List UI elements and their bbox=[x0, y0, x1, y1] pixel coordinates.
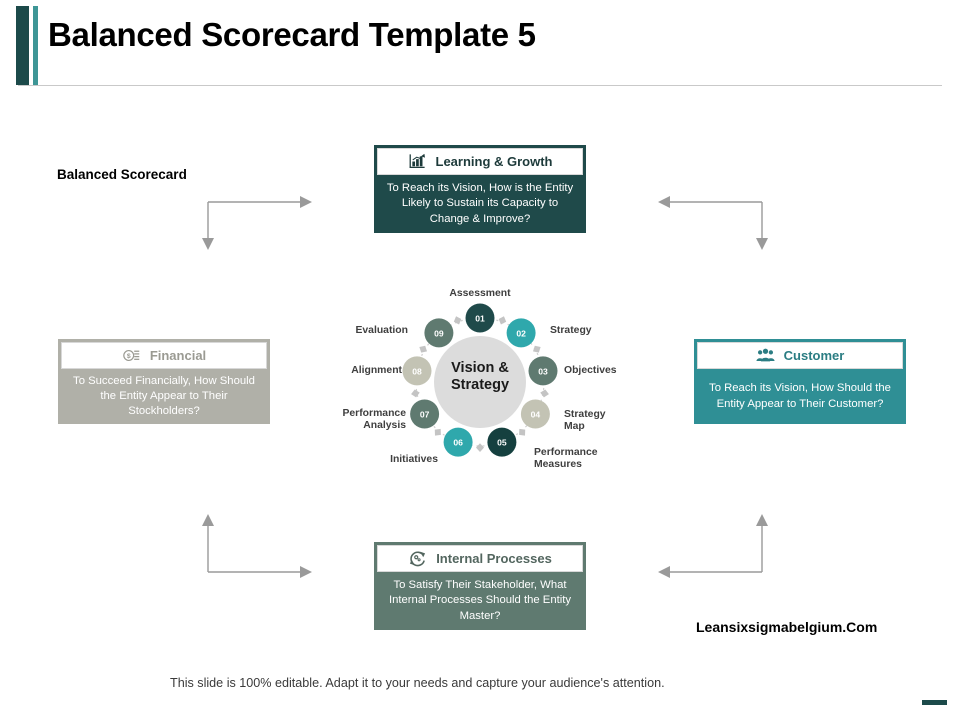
perspective-card-learning-growth[interactable]: Learning & Growth To Reach its Vision, H… bbox=[374, 145, 586, 233]
cycle-label-evaluation: Evaluation bbox=[355, 325, 408, 336]
cycle-node-06[interactable]: 06 bbox=[443, 427, 473, 457]
people-group-icon bbox=[756, 348, 775, 362]
card-header-internal-processes: Internal Processes bbox=[377, 545, 583, 572]
card-text-learning-growth: To Reach its Vision, How is the Entity L… bbox=[386, 182, 574, 225]
cycle-node-05[interactable]: 05 bbox=[487, 427, 517, 457]
cycle-hub bbox=[434, 336, 526, 428]
cycle-node-01[interactable]: 01 bbox=[465, 303, 495, 333]
cycle-node-04[interactable]: 04 bbox=[520, 399, 550, 429]
cycle-separators bbox=[411, 316, 549, 452]
money-dollar-icon: $ bbox=[123, 349, 140, 362]
cycle-label-strategy-map: Strategy Map bbox=[564, 409, 606, 433]
card-body-learning-growth: To Reach its Vision, How is the Entity L… bbox=[374, 175, 586, 233]
cycle-node-02[interactable]: 02 bbox=[506, 318, 536, 348]
card-text-customer: To Reach its Vision, How Should the Enti… bbox=[709, 382, 891, 410]
svg-text:02: 02 bbox=[516, 328, 526, 338]
edit-note: This slide is 100% editable. Adapt it to… bbox=[170, 676, 665, 690]
cycle-label-performance-measures: Performance Measures bbox=[534, 447, 598, 471]
cycle-label-alignment: Alignment bbox=[351, 365, 402, 376]
card-text-financial: To Succeed Financially, How Should the E… bbox=[73, 374, 255, 418]
card-header-learning-growth: Learning & Growth bbox=[377, 148, 583, 175]
section-label: Balanced Scorecard bbox=[57, 167, 187, 182]
card-body-customer: To Reach its Vision, How Should the Enti… bbox=[694, 369, 906, 424]
svg-text:03: 03 bbox=[538, 366, 548, 376]
cycle-label-performance-analysis: Performance Analysis bbox=[342, 408, 406, 432]
connector-top-left bbox=[202, 196, 312, 250]
title-bar: Balanced Scorecard Template 5 bbox=[0, 0, 960, 86]
card-title-financial: Financial bbox=[149, 348, 207, 363]
connector-top-right bbox=[658, 196, 768, 250]
cycle-node-03[interactable]: 03 bbox=[528, 356, 558, 386]
cycle-node-09[interactable]: 09 bbox=[424, 318, 454, 348]
svg-text:05: 05 bbox=[497, 438, 507, 448]
bar-chart-growth-icon bbox=[409, 153, 425, 168]
cycle-label-objectives: Objectives bbox=[564, 365, 617, 376]
card-body-internal-processes: To Satisfy Their Stakeholder, What Inter… bbox=[374, 572, 586, 630]
svg-text:07: 07 bbox=[420, 409, 430, 419]
svg-text:09: 09 bbox=[434, 328, 444, 338]
perspective-card-internal-processes[interactable]: Internal Processes To Satisfy Their Stak… bbox=[374, 542, 586, 630]
cycle-label-assessment: Assessment bbox=[449, 288, 511, 299]
cycle-node-08[interactable]: 08 bbox=[402, 356, 432, 386]
cycle-hub-label: Vision & Strategy bbox=[432, 360, 528, 395]
card-body-financial: To Succeed Financially, How Should the E… bbox=[58, 369, 270, 424]
hub-line-2: Strategy bbox=[450, 377, 510, 394]
card-header-customer: Customer bbox=[697, 342, 903, 369]
title-accent-bar-dark bbox=[16, 6, 29, 85]
connector-bottom-left bbox=[202, 514, 312, 578]
card-title-customer: Customer bbox=[783, 348, 845, 363]
corner-accent bbox=[922, 700, 947, 705]
svg-text:01: 01 bbox=[475, 313, 485, 323]
cycle-label-initiatives: Initiatives bbox=[390, 454, 438, 465]
svg-text:08: 08 bbox=[412, 366, 422, 376]
svg-text:$: $ bbox=[127, 353, 131, 360]
page-title: Balanced Scorecard Template 5 bbox=[48, 16, 536, 53]
gear-cycle-icon bbox=[410, 551, 426, 567]
card-title-internal-processes: Internal Processes bbox=[436, 551, 552, 566]
svg-text:04: 04 bbox=[531, 409, 541, 419]
perspective-card-customer[interactable]: Customer To Reach its Vision, How Should… bbox=[694, 339, 906, 424]
vision-strategy-cycle: 01 02 03 04 05 06 07 08 bbox=[330, 282, 630, 482]
perspective-card-financial[interactable]: $ Financial To Succeed Financially, How … bbox=[58, 339, 270, 424]
title-accent-bar-light bbox=[33, 6, 38, 85]
card-title-learning-growth: Learning & Growth bbox=[435, 154, 553, 169]
title-divider bbox=[18, 85, 942, 86]
card-header-financial: $ Financial bbox=[61, 342, 267, 369]
hub-line-1: Vision & bbox=[451, 360, 509, 376]
svg-text:06: 06 bbox=[453, 438, 463, 448]
cycle-node-07[interactable]: 07 bbox=[410, 399, 440, 429]
connector-bottom-right bbox=[658, 514, 768, 578]
card-text-internal-processes: To Satisfy Their Stakeholder, What Inter… bbox=[388, 579, 572, 622]
site-url: Leansixsigmabelgium.Com bbox=[696, 619, 878, 635]
cycle-label-strategy: Strategy bbox=[550, 325, 592, 336]
